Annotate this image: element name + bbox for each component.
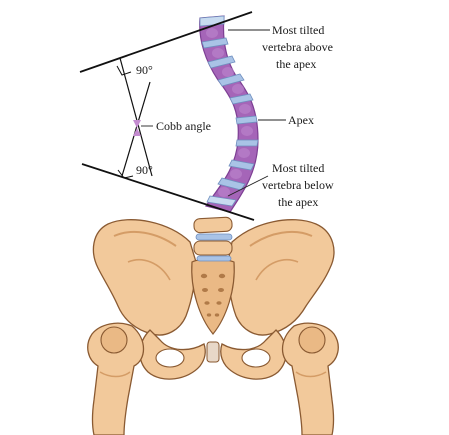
lumbar-spine — [193, 216, 233, 262]
upper-vertebra-label: Most tilted vertebra above the apex — [262, 23, 333, 71]
lower-vertebra-label-line-2: vertebra below — [262, 178, 334, 192]
lower-vertebra-label: Most tilted vertebra below the apex — [262, 161, 334, 209]
upper-vertebra-label-line-1: Most tilted — [272, 23, 324, 37]
cobb-construction — [79, 11, 255, 221]
lower-perpendicular — [121, 81, 151, 177]
right-femur — [281, 322, 339, 435]
left-iliac-wing — [92, 219, 197, 336]
lower-angle-label: 90° — [136, 163, 153, 177]
curved-spine — [199, 15, 259, 213]
upper-vertebra-label-line-2: vertebra above — [262, 40, 333, 54]
sacral-foramina — [200, 273, 226, 317]
cobb-angle-wedge-lower — [133, 128, 141, 136]
sacrum — [191, 258, 235, 335]
cobb-angle-label: Cobb angle — [156, 119, 211, 133]
cobb-angle-wedge-upper — [133, 120, 141, 128]
apex-label: Apex — [288, 113, 314, 127]
lower-right-angle-marker — [117, 169, 134, 179]
upper-vertebra-label-line-3: the apex — [276, 57, 316, 71]
upper-right-angle-marker — [116, 65, 132, 76]
left-femur — [87, 322, 145, 435]
intervertebral-discs — [199, 15, 259, 207]
lower-vertebra-label-line-3: the apex — [278, 195, 318, 209]
lower-endplate-line — [81, 163, 255, 221]
vertebra-highlights — [206, 28, 253, 197]
upper-perpendicular — [119, 57, 153, 177]
upper-angle-label: 90° — [136, 63, 153, 77]
pubic-symphysis — [206, 341, 220, 363]
right-iliac-wing — [227, 219, 335, 336]
upper-endplate-line — [79, 11, 253, 73]
lower-vertebra-label-line-1: Most tilted — [272, 161, 324, 175]
leader-lines — [141, 29, 286, 197]
pelvis — [92, 219, 335, 380]
